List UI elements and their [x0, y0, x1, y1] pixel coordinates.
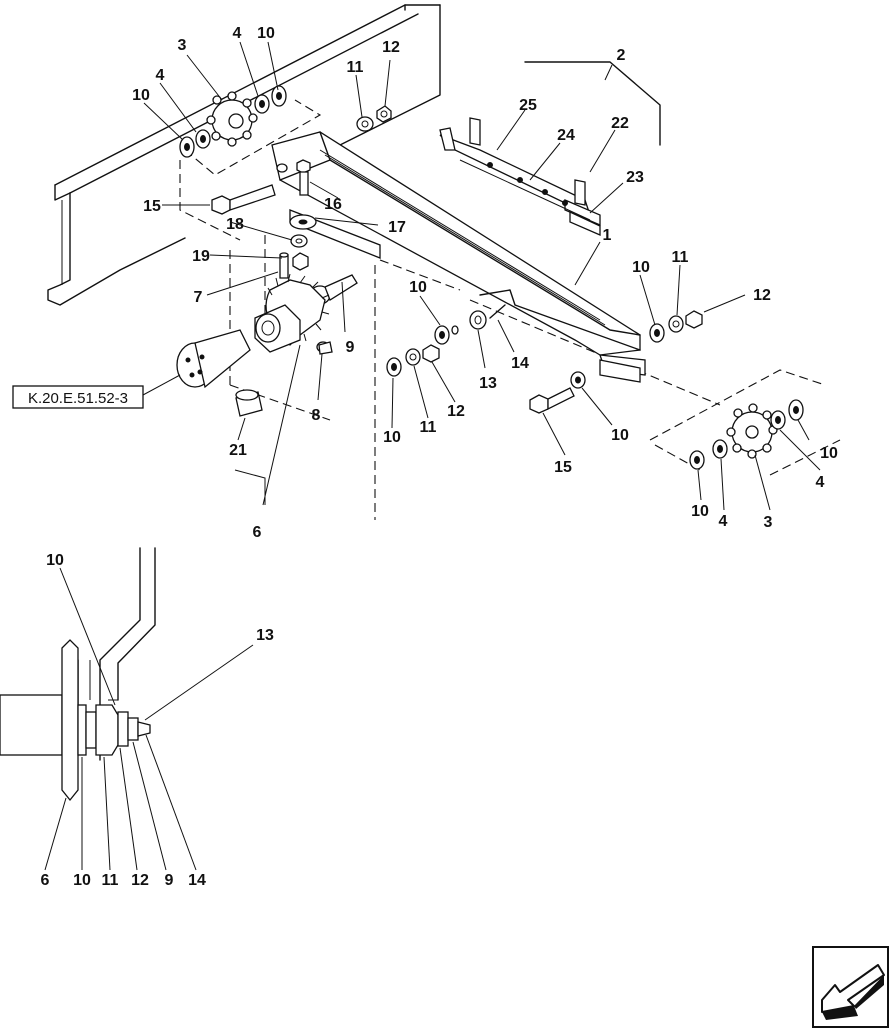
side-view-leaders [44, 567, 254, 871]
callout: 13 [256, 627, 274, 644]
callout: 9 [346, 339, 355, 356]
callouts-upper: 3 4 10 4 10 11 12 2 25 24 22 23 15 16 17… [132, 25, 838, 541]
callout: 6 [41, 872, 50, 889]
washers-upper-left [179, 85, 287, 158]
callout: 11 [102, 872, 119, 889]
side-view [0, 547, 156, 802]
callout: 17 [388, 219, 406, 236]
set-screw-8 [316, 341, 333, 355]
drive-sprocket [254, 273, 330, 353]
callout: 22 [611, 115, 629, 132]
nuts-upper-center [356, 105, 392, 132]
callout: 16 [324, 196, 342, 213]
chain-guide-bracket [439, 117, 601, 236]
callout: 25 [519, 97, 537, 114]
callout: 11 [420, 419, 437, 436]
callout: 4 [233, 25, 242, 42]
drive-motor [176, 329, 251, 389]
pin-7-19 [279, 252, 289, 279]
callout: 10 [611, 427, 629, 444]
callout: 18 [226, 216, 244, 233]
callout: 15 [143, 198, 161, 215]
callout: 15 [554, 459, 572, 476]
bracket-callout-2 [524, 61, 661, 146]
reference-box[interactable]: K.20.E.51.52-3 [12, 385, 144, 409]
callout: 8 [312, 407, 321, 424]
washer-stack [289, 214, 317, 271]
callout: 19 [192, 248, 210, 265]
callout: 10 [383, 429, 401, 446]
hardware-arm-end [649, 310, 703, 343]
callout: 4 [719, 513, 728, 530]
callout: 12 [382, 39, 400, 56]
hardware-middle [386, 304, 506, 377]
callout: 24 [557, 127, 575, 144]
callout: 2 [617, 47, 626, 64]
callout: 23 [626, 169, 644, 186]
reference-label: K.20.E.51.52-3 [28, 390, 128, 407]
sprocket-lower-right [689, 399, 804, 470]
callout: 10 [132, 87, 150, 104]
callout: 12 [131, 872, 149, 889]
callout: 10 [409, 279, 427, 296]
chain-arm [271, 131, 646, 383]
callout: 4 [816, 474, 825, 491]
bolt-upper-left [211, 184, 276, 215]
callout: 10 [820, 445, 838, 462]
back-arrow-icon[interactable] [812, 946, 889, 1028]
callout: 10 [257, 25, 275, 42]
callout: 21 [229, 442, 247, 459]
callout: 10 [46, 552, 64, 569]
callout: 7 [194, 289, 203, 306]
callout: 11 [347, 59, 364, 76]
callout: 4 [156, 67, 165, 84]
callout: 13 [479, 375, 497, 392]
bolt-16 [296, 159, 311, 196]
callout: 12 [447, 403, 465, 420]
sprocket-upper-left [206, 91, 258, 147]
callout: 1 [603, 227, 612, 244]
callout: 3 [178, 37, 187, 54]
bolt-lower-right [529, 371, 586, 414]
callout: 12 [753, 287, 771, 304]
callout: 10 [691, 503, 709, 520]
leader-lines [142, 41, 821, 511]
callout: 10 [632, 259, 650, 276]
bushing-21 [235, 389, 263, 417]
callout: 11 [672, 249, 689, 266]
callout: 10 [73, 872, 91, 889]
callout: 6 [253, 524, 262, 541]
callouts-lower: 10 13 6 10 11 12 9 14 [41, 552, 274, 889]
callout: 14 [511, 355, 529, 372]
callout: 14 [188, 872, 206, 889]
frame-beam [47, 4, 441, 306]
callout: 3 [764, 514, 773, 531]
callout: 9 [165, 872, 174, 889]
